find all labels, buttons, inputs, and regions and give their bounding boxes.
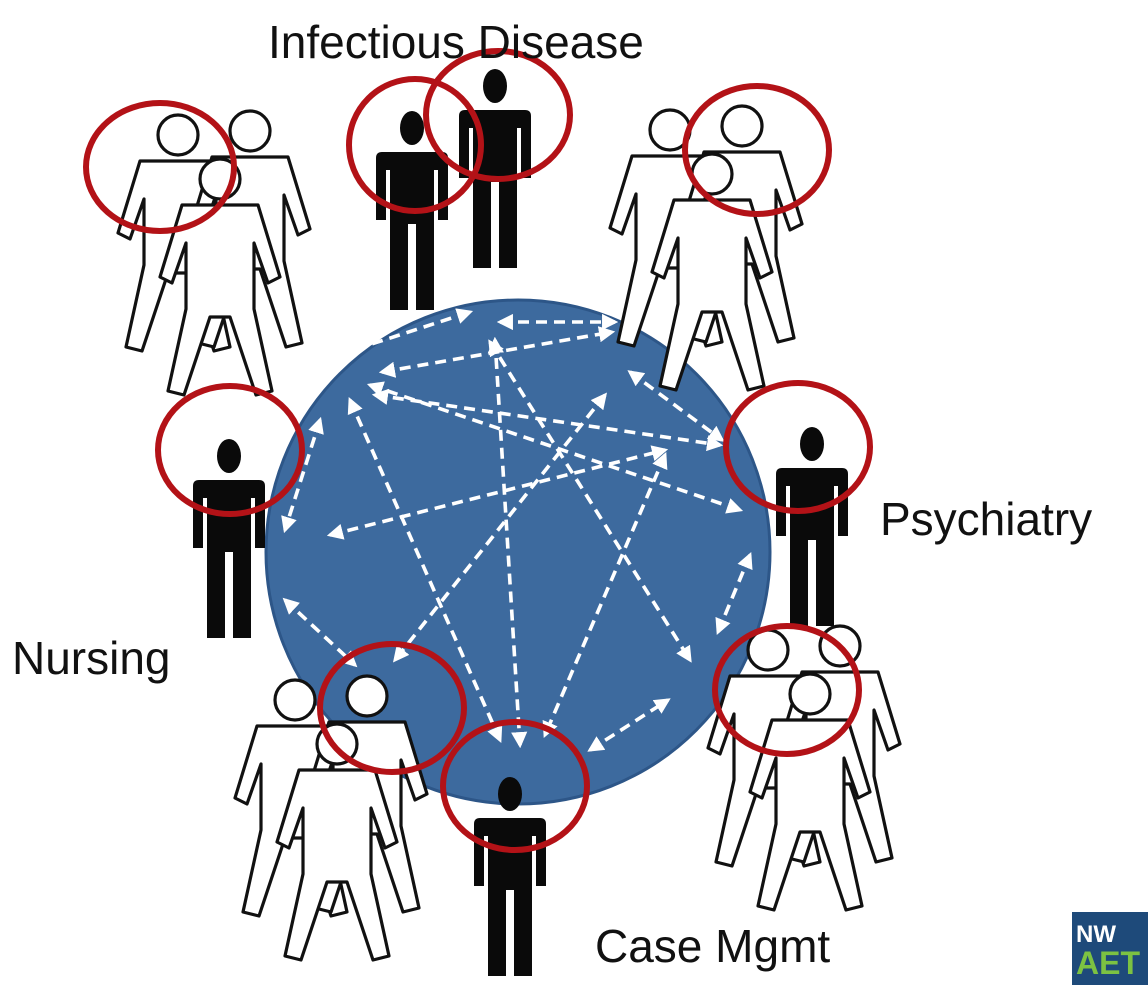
highlight-ring: [155, 383, 305, 517]
highlight-ring: [440, 719, 590, 853]
person-black-icon: [459, 69, 531, 268]
person-black-icon: [193, 439, 265, 638]
highlight-rings: [83, 48, 873, 853]
logo-line2: AET: [1076, 945, 1140, 981]
label-case-mgmt: Case Mgmt: [595, 920, 830, 972]
highlight-ring: [346, 76, 484, 214]
highlight-ring: [682, 83, 832, 217]
highlight-ring: [423, 48, 573, 182]
label-psychiatry: Psychiatry: [880, 493, 1092, 545]
nw-aetc-logo: NW AET: [1072, 912, 1148, 985]
highlight-ring: [83, 100, 237, 234]
person-black-icon: [776, 427, 848, 626]
communication-arrows: [281, 308, 753, 752]
highlight-ring: [317, 641, 467, 775]
person-black-icon: [474, 777, 546, 976]
person-group-top-left: [118, 111, 310, 395]
label-infectious-disease: Infectious Disease: [268, 16, 644, 68]
label-nursing: Nursing: [12, 632, 171, 684]
highlight-ring: [712, 623, 862, 757]
highlight-ring: [723, 380, 873, 514]
logo-line1: NW: [1076, 921, 1116, 948]
